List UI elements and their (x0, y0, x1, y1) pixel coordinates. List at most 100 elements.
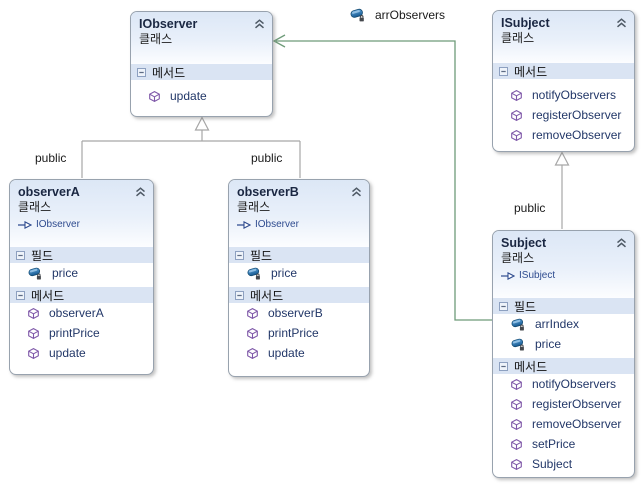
method-icon (511, 399, 522, 410)
member-row-notifyobservers[interactable]: notifyObservers (493, 85, 634, 105)
member-row-setprice[interactable]: setPrice (493, 434, 634, 454)
member-row-printprice[interactable]: printPrice (229, 323, 369, 343)
class-title: ISubject (501, 16, 550, 30)
section-header-methods[interactable]: 메서드 (493, 358, 634, 374)
member-name: update (49, 346, 86, 360)
member-row-removeobserver[interactable]: removeObserver (493, 414, 634, 434)
class-stereotype: 클래스 (501, 251, 535, 265)
inheritance-triangle-icon (554, 151, 570, 166)
section-header-methods[interactable]: 메서드 (131, 64, 272, 80)
member-row-arrindex[interactable]: arrIndex (493, 314, 634, 334)
collapse-chevron-icon[interactable] (135, 187, 146, 197)
field-icon (350, 8, 365, 22)
member-name: update (268, 346, 305, 360)
member-row-printprice[interactable]: printPrice (10, 323, 153, 343)
member-name: arrIndex (535, 317, 580, 331)
method-icon (511, 110, 522, 121)
member-name: printPrice (268, 326, 319, 340)
class-header: ISubject 클래스 (493, 11, 634, 63)
collapse-chevron-icon[interactable] (616, 238, 627, 248)
section-label: 메서드 (250, 288, 284, 303)
method-icon (511, 130, 522, 141)
collapse-minus-icon[interactable] (235, 291, 244, 300)
member-name: price (52, 266, 79, 280)
member-row-observera[interactable]: observerA (10, 303, 153, 323)
method-icon (511, 459, 522, 470)
collapse-minus-icon[interactable] (499, 362, 508, 371)
implements-arrow-icon (18, 221, 32, 229)
implements-arrow-icon (237, 221, 251, 229)
section-header-methods[interactable]: 메서드 (493, 63, 634, 79)
section-label: 메서드 (514, 64, 548, 79)
member-name: observerA (49, 306, 104, 320)
class-box-observera[interactable]: observerA 클래스 IObserver 필드 price 메서드 obs… (9, 179, 154, 375)
member-row-registerobserver[interactable]: registerObserver (493, 394, 634, 414)
method-icon (511, 90, 522, 101)
field-icon (511, 318, 525, 331)
class-title: observerB (237, 185, 299, 199)
section-label: 필드 (514, 299, 537, 314)
field-icon (28, 267, 42, 280)
class-title: IObserver (139, 17, 198, 31)
class-title: Subject (501, 236, 547, 250)
association-arrobservers[interactable] (272, 34, 492, 321)
method-icon (247, 308, 258, 319)
member-row-update[interactable]: update (229, 343, 369, 363)
member-row-update[interactable]: update (131, 86, 272, 106)
inheritance-label-subject: public (514, 201, 546, 215)
member-row-removeobserver[interactable]: removeObserver (493, 125, 634, 145)
collapse-chevron-icon[interactable] (351, 187, 362, 197)
method-icon (28, 348, 39, 359)
member-row-price[interactable]: price (229, 263, 369, 283)
class-box-subject[interactable]: Subject 클래스 ISubject 필드 arrIndex price 메… (492, 230, 635, 478)
section-header-fields[interactable]: 필드 (229, 247, 369, 263)
member-row-notifyobservers[interactable]: notifyObservers (493, 374, 634, 394)
implements-arrow-icon (501, 272, 515, 280)
class-header: observerB 클래스 IObserver (229, 180, 369, 247)
class-stereotype: 클래스 (501, 31, 535, 45)
method-icon (247, 348, 258, 359)
class-stereotype: 클래스 (237, 200, 271, 214)
inheritance-triangle-icon (194, 116, 210, 131)
inheritance-subject-to-isubject[interactable] (554, 151, 570, 230)
member-row-price[interactable]: price (10, 263, 153, 283)
collapse-chevron-icon[interactable] (254, 19, 265, 29)
collapse-minus-icon[interactable] (499, 67, 508, 76)
class-box-observerb[interactable]: observerB 클래스 IObserver 필드 price 메서드 obs… (228, 179, 370, 377)
member-name: printPrice (49, 326, 100, 340)
member-row-update[interactable]: update (10, 343, 153, 363)
association-label[interactable]: arrObservers (350, 8, 445, 22)
implements-name: ISubject (519, 270, 556, 281)
method-icon (511, 439, 522, 450)
inheritance-observers-to-iobserver[interactable] (81, 116, 301, 179)
implements-row: IObserver (18, 218, 146, 231)
section-header-fields[interactable]: 필드 (10, 247, 153, 263)
inheritance-label-observerb: public (251, 151, 283, 165)
class-stereotype: 클래스 (139, 32, 173, 46)
section-header-methods[interactable]: 메서드 (10, 287, 153, 303)
member-name: removeObserver (532, 417, 622, 431)
collapse-chevron-icon[interactable] (616, 18, 627, 28)
member-row-registerobserver[interactable]: registerObserver (493, 105, 634, 125)
collapse-minus-icon[interactable] (16, 251, 25, 260)
collapse-minus-icon[interactable] (499, 302, 508, 311)
method-icon (247, 328, 258, 339)
implements-name: IObserver (36, 219, 80, 230)
member-name: setPrice (532, 437, 576, 451)
section-label: 필드 (250, 248, 273, 263)
member-row-observerb[interactable]: observerB (229, 303, 369, 323)
collapse-minus-icon[interactable] (235, 251, 244, 260)
class-box-isubject[interactable]: ISubject 클래스 메서드 notifyObservers registe… (492, 10, 635, 152)
collapse-minus-icon[interactable] (137, 68, 146, 77)
member-row-price[interactable]: price (493, 334, 634, 354)
member-name: removeObserver (532, 128, 622, 142)
section-header-fields[interactable]: 필드 (493, 298, 634, 314)
collapse-minus-icon[interactable] (16, 291, 25, 300)
class-box-iobserver[interactable]: IObserver 클래스 메서드 update (130, 11, 273, 117)
section-header-methods[interactable]: 메서드 (229, 287, 369, 303)
member-row-subject-ctor[interactable]: Subject (493, 454, 634, 474)
member-name: price (535, 337, 562, 351)
implements-name: IObserver (255, 219, 299, 230)
class-title: observerA (18, 185, 80, 199)
method-icon (149, 91, 160, 102)
